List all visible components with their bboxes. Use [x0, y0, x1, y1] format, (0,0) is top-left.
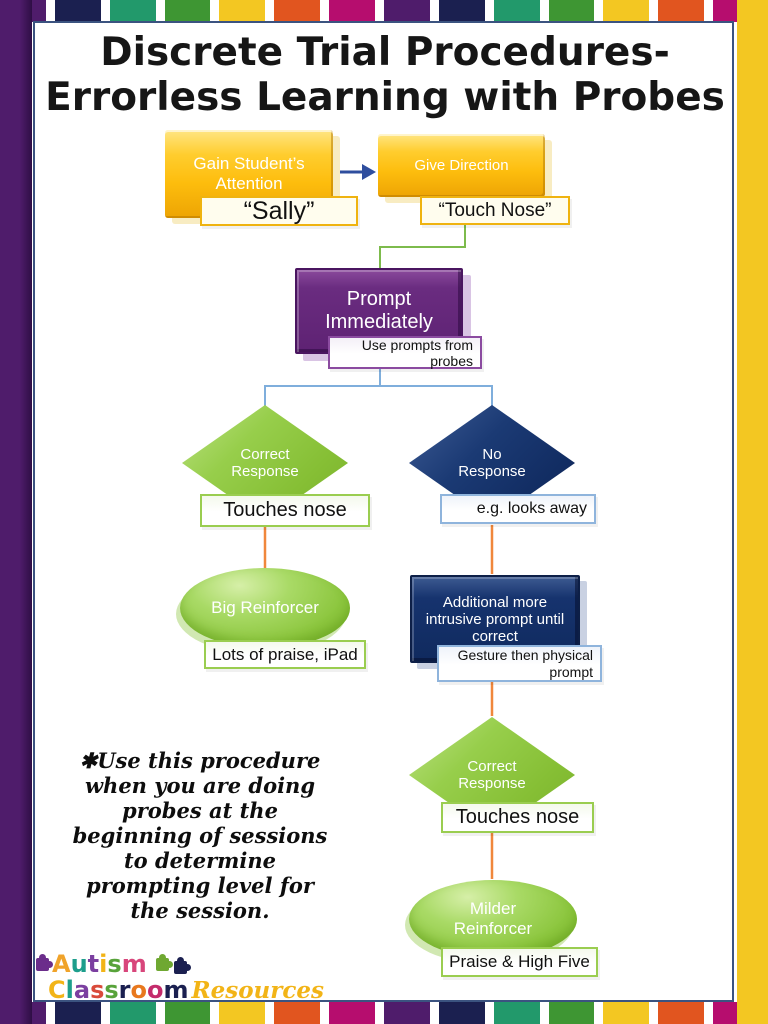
border-stripe [219, 0, 266, 22]
label-use-prompts-text: Use prompts from probes [361, 336, 473, 369]
bottom-stripe-border [0, 1002, 768, 1024]
autism-classroom-resources-logo: Autism Classroom Resources [36, 952, 324, 1003]
puzzle-piece-icon [36, 954, 53, 971]
connector-arrow-head [362, 164, 376, 180]
puzzle-piece-icon [155, 954, 173, 971]
label-touches-nose-1: Touches nose [200, 494, 370, 527]
border-stripe [54, 0, 101, 22]
node-big-reinforcer: Big Reinforcer [180, 568, 350, 648]
logo-word-autism: Autism [52, 950, 147, 978]
border-stripe [548, 0, 595, 22]
border-stripe [438, 0, 485, 22]
border-stripe [384, 1002, 430, 1024]
label-praise-high-five-text: Praise & High Five [449, 952, 590, 971]
logo-word-resources: Resources [191, 977, 324, 1004]
border-stripe [109, 1002, 156, 1024]
label-touch-nose: “Touch Nose” [420, 196, 570, 225]
left-stripe-border [0, 0, 32, 1024]
node-give-direction-label: Give Direction [414, 157, 509, 174]
border-stripe [384, 0, 430, 22]
label-looks-away: e.g. looks away [440, 494, 596, 524]
border-stripe [219, 1002, 266, 1024]
label-lots-of-praise-text: Lots of praise, iPad [212, 644, 358, 664]
node-prompt-immediately-label: Prompt Immediately [325, 288, 433, 333]
border-stripe [603, 1002, 650, 1024]
label-lots-of-praise: Lots of praise, iPad [204, 640, 366, 669]
logo-row-1: Autism [36, 952, 324, 977]
note-line: when you are doing [84, 773, 316, 798]
node-no-response-label: No Response [458, 446, 526, 480]
label-touches-nose-1-text: Touches nose [223, 499, 347, 521]
label-touch-nose-text: “Touch Nose” [438, 199, 552, 221]
label-gesture-prompt: Gesture then physical prompt [437, 645, 602, 682]
border-stripe [658, 0, 705, 22]
label-gesture-prompt-text: Gesture then physical prompt [457, 646, 593, 680]
page-title: Discrete Trial Procedures- Errorless Lea… [36, 30, 734, 120]
node-intrusive-prompt-label: Additional more intrusive prompt until c… [425, 593, 565, 645]
border-stripe [493, 0, 540, 22]
label-use-prompts: Use prompts from probes [328, 336, 482, 369]
page-title-line1: Discrete Trial Procedures- [100, 30, 670, 75]
border-stripe [493, 1002, 540, 1024]
right-stripe-border [737, 0, 768, 1024]
note-line: probes at the [122, 798, 278, 823]
logo-row-2: Classroom Resources [48, 976, 324, 1004]
logo-word-classroom: Classroom [48, 976, 189, 1004]
border-stripe [109, 0, 156, 22]
border-stripe [329, 0, 376, 22]
node-correct-response-1-label: Correct Response [231, 446, 299, 480]
note-line: beginning of sessions [72, 823, 328, 848]
border-stripe [164, 0, 211, 22]
label-touches-nose-2-text: Touches nose [455, 806, 580, 828]
node-milder-reinforcer: Milder Reinforcer [409, 880, 577, 958]
label-sally-text: “Sally” [243, 196, 315, 225]
note-line: to determine [123, 848, 276, 873]
node-milder-reinforcer-label: Milder Reinforcer [453, 899, 533, 938]
border-stripe [548, 1002, 595, 1024]
border-stripe [164, 1002, 211, 1024]
node-give-direction: Give Direction [378, 134, 545, 197]
label-touches-nose-2: Touches nose [441, 802, 594, 833]
label-praise-high-five: Praise & High Five [441, 947, 598, 977]
node-gain-attention-label: Gain Student’s Attention [193, 154, 305, 193]
node-correct-response-2-label: Correct Response [458, 758, 526, 792]
procedure-note: ✱Use this procedure when you are doing p… [55, 748, 345, 923]
note-line: ✱Use this procedure [79, 748, 321, 773]
puzzle-piece-icon [173, 957, 191, 974]
page-title-line2: Errorless Learning with Probes [45, 75, 725, 120]
label-sally: “Sally” [200, 196, 358, 226]
connector-green-elbow [379, 225, 466, 268]
note-line: the session. [130, 898, 270, 923]
top-stripe-border [0, 0, 768, 22]
note-line: prompting level for [86, 873, 314, 898]
border-stripe [274, 1002, 321, 1024]
border-stripe [438, 1002, 485, 1024]
border-stripe [274, 0, 321, 22]
border-stripe [54, 1002, 101, 1024]
connector-blue-branch [264, 368, 493, 406]
label-looks-away-text: e.g. looks away [476, 500, 587, 517]
border-stripe [603, 0, 650, 22]
border-stripe [658, 1002, 705, 1024]
node-big-reinforcer-label: Big Reinforcer [211, 598, 319, 617]
border-stripe [329, 1002, 376, 1024]
